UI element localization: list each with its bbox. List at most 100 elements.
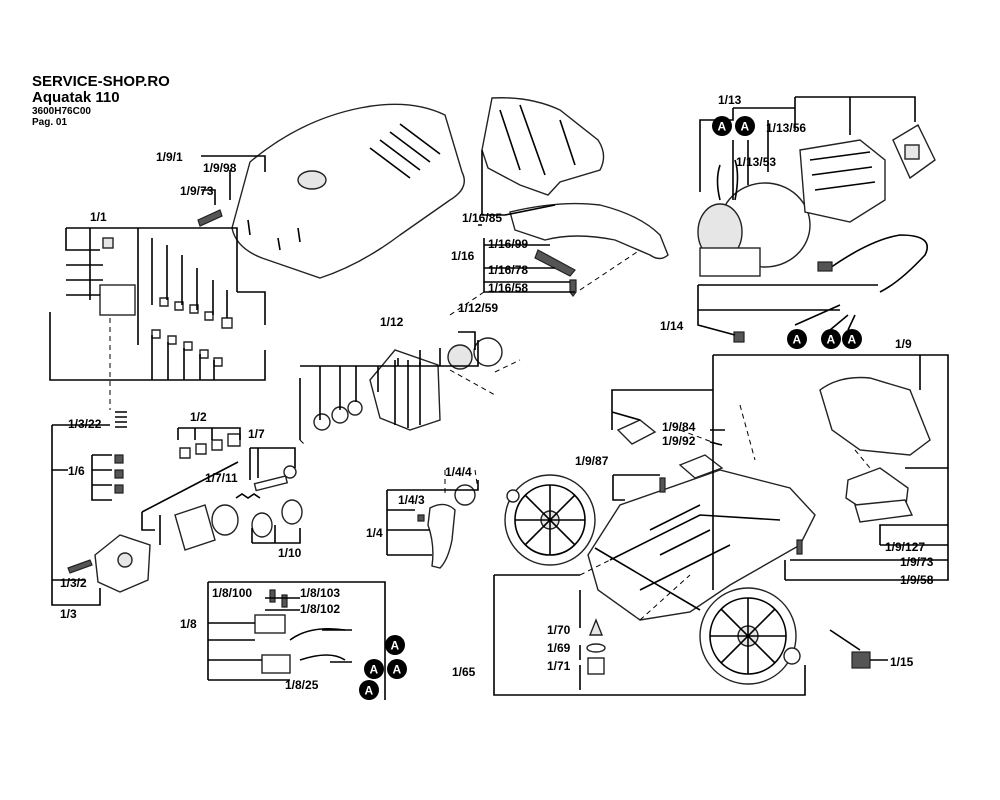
svg-text:A: A — [827, 333, 836, 347]
bearing-3 — [347, 400, 363, 416]
motor-wires — [716, 159, 739, 201]
lid-part-1-9-84 — [616, 419, 657, 445]
top-cover — [231, 103, 465, 279]
screw-1-9-87 — [659, 477, 666, 493]
svg-text:A: A — [793, 333, 802, 347]
marker-a-cable-1: A — [787, 329, 807, 349]
piston-1-7 — [253, 475, 289, 492]
callout-labels: 1/9/1 1/9/98 1/9/73 1/1 1/16/85 1/16 1/1… — [60, 93, 934, 692]
marker-a-pcb-4: A — [359, 680, 379, 700]
svg-text:A: A — [393, 663, 402, 677]
fan-cover — [799, 139, 886, 223]
pump-housing-port — [117, 552, 133, 568]
label-1-9-73-right: 1/9/73 — [900, 555, 934, 569]
top-cover-ribs — [369, 123, 441, 179]
fan-cover-grille — [809, 151, 876, 191]
svg-text:A: A — [741, 120, 750, 134]
label-1-12-59: 1/12/59 — [458, 301, 498, 315]
pcb-wires — [289, 627, 346, 661]
motor-flange-hole — [904, 144, 920, 160]
power-plug — [817, 261, 833, 272]
inlet-connector-1-71 — [587, 657, 605, 675]
parts-drawings — [67, 97, 936, 685]
screw-1-4-3 — [417, 514, 425, 522]
bearing-1 — [313, 413, 331, 431]
label-1-13-56: 1/13/56 — [766, 121, 806, 135]
label-1-70: 1/70 — [547, 623, 571, 637]
label-1-13-53: 1/13/53 — [736, 155, 776, 169]
spring-1-7-11 — [235, 493, 261, 499]
pump-cylinder-plate — [174, 504, 216, 551]
label-1-7-11: 1/7/11 — [205, 471, 238, 485]
wheel-right-spokes — [710, 598, 786, 674]
screw-1-3-2 — [67, 559, 93, 574]
label-1-9-58: 1/9/58 — [900, 573, 934, 587]
label-1-3: 1/3 — [60, 607, 77, 621]
valves-1-6 — [114, 454, 124, 494]
marker-a-cable-2: A — [821, 329, 841, 349]
hose-guide — [509, 202, 669, 260]
marker-a-pcb-2: A — [364, 659, 384, 679]
inlet-filter-1-70 — [588, 618, 604, 636]
label-1-8-102: 1/8/102 — [300, 602, 340, 616]
top-cover-feet — [247, 219, 301, 251]
label-1-16-58: 1/16/58 — [488, 281, 528, 295]
seal-1-12-59 — [473, 337, 503, 367]
label-1-71: 1/71 — [547, 659, 571, 673]
seal-1-10-b — [281, 499, 303, 525]
washer-1-7 — [283, 465, 297, 479]
pcb-1-8 — [254, 614, 286, 634]
label-1-8-103: 1/8/103 — [300, 586, 340, 600]
switch-1-15 — [851, 651, 871, 669]
label-1-12: 1/12 — [380, 315, 404, 329]
main-housing — [587, 469, 816, 621]
label-1-16-85: 1/16/85 — [462, 211, 502, 225]
spring-1-3-22 — [115, 411, 127, 428]
seal-1-10-a — [251, 512, 273, 538]
pump-valve-cap — [102, 237, 114, 249]
svg-text:A: A — [848, 333, 857, 347]
screw-1-16-58 — [569, 279, 577, 297]
label-1-13: 1/13 — [718, 93, 742, 107]
inlet-seal-1-69 — [586, 643, 606, 653]
label-1-16-99: 1/16/99 — [488, 237, 528, 251]
marker-a-cable-3: A — [842, 329, 862, 349]
label-1-3-22: 1/3/22 — [68, 417, 102, 431]
label-1-15: 1/15 — [890, 655, 914, 669]
shop-name: SERVICE-SHOP.RO — [32, 73, 170, 90]
svg-text:A: A — [391, 639, 400, 653]
label-1-4-3: 1/4/3 — [398, 493, 425, 507]
label-1-9-1: 1/9/1 — [156, 150, 183, 164]
label-1-69: 1/69 — [547, 641, 571, 655]
label-1-16-78: 1/16/78 — [488, 263, 528, 277]
label-1-14: 1/14 — [660, 319, 684, 333]
rear-shroud — [819, 376, 931, 456]
lance-adapter — [427, 503, 456, 569]
label-1-9-73-top: 1/9/73 — [180, 184, 214, 198]
svg-text:A: A — [718, 120, 727, 134]
marker-a-pcb-1: A — [385, 635, 405, 655]
leader-lines — [49, 96, 949, 700]
switch-plate — [854, 499, 914, 523]
svg-text:A: A — [365, 684, 374, 698]
label-1-16: 1/16 — [451, 249, 475, 263]
o-ring-1-4-4 — [454, 484, 476, 506]
label-1-9-92: 1/9/92 — [662, 434, 696, 448]
cable-clip — [733, 331, 745, 343]
lid-part-1-9-92 — [678, 454, 724, 479]
wheel-left-spokes — [515, 485, 585, 555]
header-block: SERVICE-SHOP.RO Aquatak 110 3600H76C00 P… — [32, 74, 170, 128]
pump-row-parts-2 — [151, 329, 223, 367]
top-cover-hole — [297, 170, 327, 190]
hose-guide-clip — [534, 249, 576, 277]
marker-a-motor-1: A — [712, 116, 732, 136]
label-1-3-2: 1/3/2 — [60, 576, 87, 590]
label-1-8-100: 1/8/100 — [212, 586, 252, 600]
screw-1-9-73-top — [197, 209, 223, 227]
svg-text:A: A — [370, 663, 379, 677]
valve-row-1-2 — [179, 433, 241, 459]
power-cable — [829, 234, 928, 293]
gear-1-12 — [447, 344, 473, 370]
